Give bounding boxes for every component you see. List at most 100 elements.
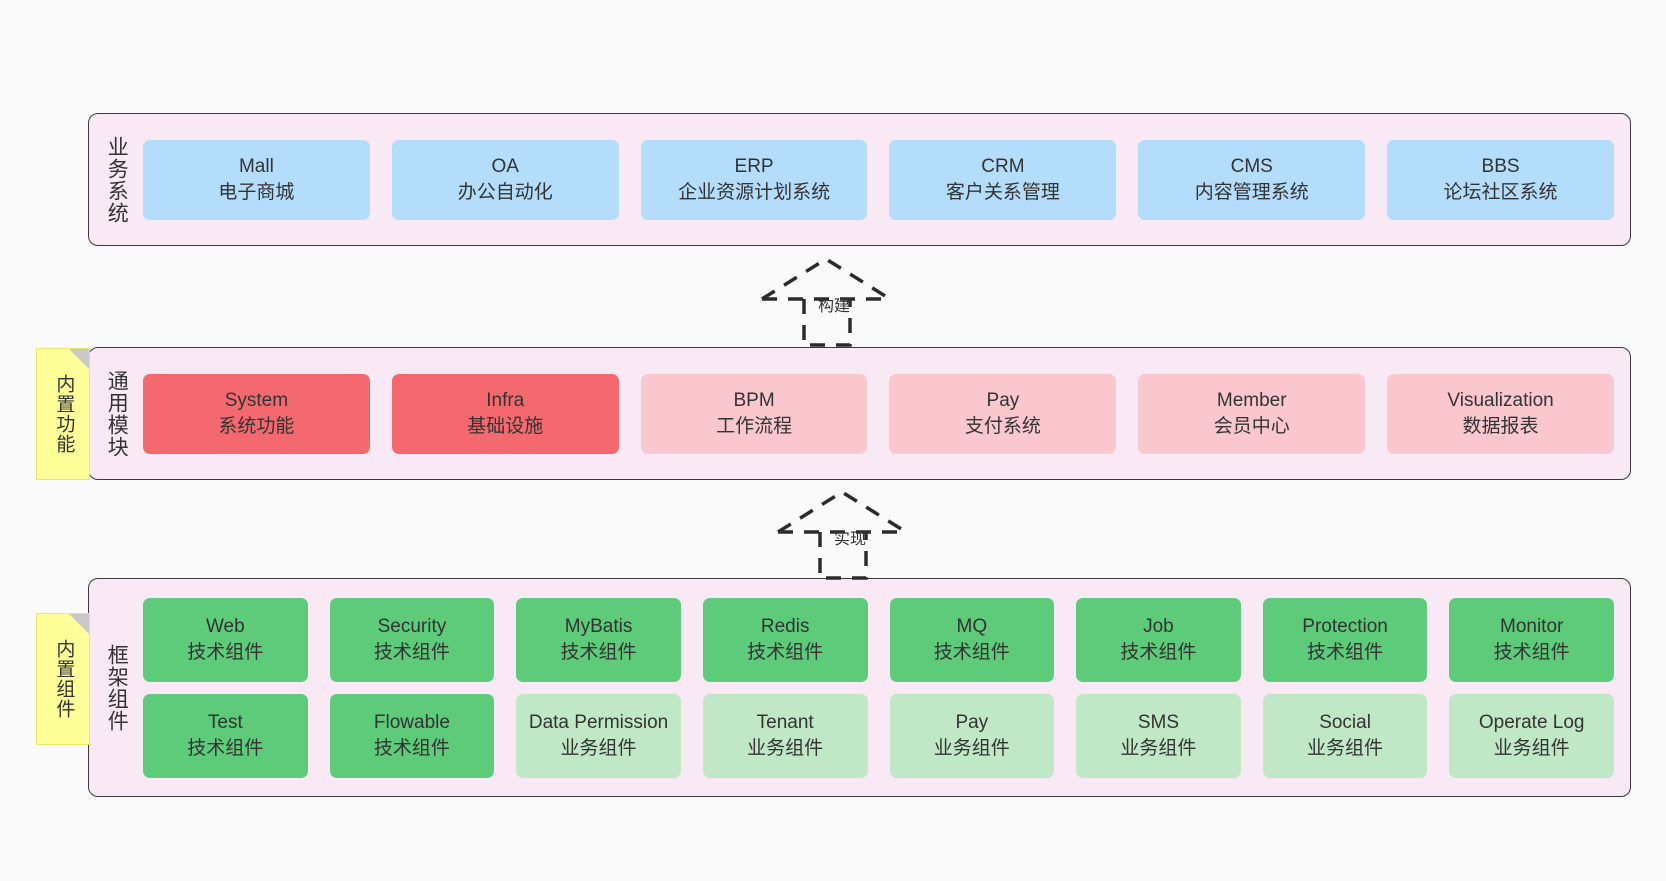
card-title: Pay: [986, 390, 1020, 412]
card-title: Protection: [1302, 616, 1388, 638]
card-subtitle: 会员中心: [1213, 415, 1290, 437]
card-pay[interactable]: Pay 支付系统: [889, 373, 1117, 454]
card-subtitle: 业务组件: [747, 737, 824, 759]
card-title: Web: [205, 616, 245, 638]
card-title: OA: [491, 156, 519, 178]
card-subtitle: 技术组件: [747, 641, 824, 663]
card-subtitle: 企业资源计划系统: [678, 181, 831, 203]
card-subtitle: 技术组件: [560, 641, 637, 663]
card-member[interactable]: Member 会员中心: [1138, 373, 1366, 454]
card-sms[interactable]: SMS 业务组件: [1076, 693, 1241, 778]
card-pay[interactable]: Pay 业务组件: [889, 693, 1055, 778]
card-title: CRM: [981, 156, 1025, 178]
card-redis[interactable]: Redis 技术组件: [702, 597, 868, 682]
card-subtitle: 业务组件: [933, 737, 1010, 759]
card-title: Pay: [955, 712, 989, 734]
card-job[interactable]: Job 技术组件: [1076, 597, 1241, 682]
card-mq[interactable]: MQ 技术组件: [889, 597, 1055, 682]
card-subtitle: 技术组件: [187, 641, 264, 663]
connector-realize: 实现: [762, 486, 952, 580]
card-subtitle: 技术组件: [933, 641, 1010, 663]
card-title: Job: [1143, 616, 1174, 638]
card-bbs[interactable]: BBS 论坛社区系统: [1387, 139, 1614, 220]
dashed-generalization-arrow-icon: [761, 256, 891, 347]
sticky-note-label: 内置功能: [53, 374, 75, 454]
panel-label-common-modules: 通用模块: [105, 369, 129, 458]
card-monitor[interactable]: Monitor 技术组件: [1449, 597, 1614, 682]
card-title: System: [224, 390, 289, 412]
card-title: Data Permission: [528, 712, 669, 734]
card-title: Infra: [486, 390, 525, 412]
card-subtitle: 技术组件: [187, 737, 264, 759]
card-title: BPM: [733, 390, 775, 412]
card-subtitle: 技术组件: [1120, 641, 1197, 663]
card-subtitle: 业务组件: [1120, 737, 1197, 759]
card-subtitle: 支付系统: [964, 415, 1041, 437]
panel-label-business-systems: 业务系统: [105, 135, 129, 224]
sticky-note-builtin-component: 内置组件: [36, 613, 90, 745]
panel-label-framework-components: 框架组件: [105, 643, 129, 732]
dashed-generalization-arrow-icon: [777, 489, 907, 580]
card-row: System 系统功能 Infra 基础设施 BPM 工作流程 Pay 支付系统 Member 会…: [143, 373, 1614, 454]
connector-label-build: 构建: [818, 298, 851, 315]
card-bpm[interactable]: BPM 工作流程: [640, 373, 868, 454]
card-infra[interactable]: Infra 基础设施: [391, 373, 619, 454]
card-subtitle: 技术组件: [373, 737, 450, 759]
card-subtitle: 办公自动化: [457, 181, 553, 203]
card-title: ERP: [734, 156, 774, 178]
card-title: Social: [1319, 712, 1371, 734]
card-title: Redis: [760, 616, 810, 638]
card-title: Flowable: [373, 712, 450, 734]
card-erp[interactable]: ERP 企业资源计划系统: [640, 139, 868, 220]
card-subtitle: 内容管理系统: [1194, 181, 1309, 203]
card-title: Security: [377, 616, 447, 638]
card-title: BBS: [1481, 156, 1520, 178]
card-subtitle: 数据报表: [1462, 415, 1539, 437]
sticky-note-builtin-function: 内置功能: [36, 348, 90, 480]
card-grid-common-modules: System 系统功能 Infra 基础设施 BPM 工作流程 Pay 支付系统 Member 会…: [143, 348, 1630, 479]
card-title: Tenant: [756, 712, 814, 734]
card-subtitle: 业务组件: [1493, 737, 1570, 759]
card-web[interactable]: Web 技术组件: [143, 597, 308, 682]
card-title: Operate Log: [1478, 712, 1585, 734]
card-oa[interactable]: OA 办公自动化: [391, 139, 619, 220]
card-security[interactable]: Security 技术组件: [329, 597, 495, 682]
connector-label-realize: 实现: [834, 531, 867, 548]
card-title: Mall: [238, 156, 274, 178]
card-title: Monitor: [1500, 616, 1564, 638]
card-title: SMS: [1137, 712, 1180, 734]
card-title: Member: [1216, 390, 1287, 412]
card-subtitle: 系统功能: [218, 415, 295, 437]
card-subtitle: 工作流程: [716, 415, 793, 437]
card-cms[interactable]: CMS 内容管理系统: [1138, 139, 1366, 220]
connector-build: 构建: [746, 253, 936, 347]
card-title: CMS: [1230, 156, 1273, 178]
panel-common-modules: 通用模块 System 系统功能 Infra 基础设施 BPM 工作流程 Pay 支付系统 Me…: [88, 347, 1631, 480]
card-title: MQ: [956, 616, 988, 638]
card-protection[interactable]: Protection 技术组件: [1262, 597, 1428, 682]
card-subtitle: 技术组件: [1307, 641, 1384, 663]
card-tenant[interactable]: Tenant 业务组件: [702, 693, 868, 778]
card-flowable[interactable]: Flowable 技术组件: [329, 693, 495, 778]
card-system[interactable]: System 系统功能: [143, 373, 370, 454]
card-subtitle: 技术组件: [1493, 641, 1570, 663]
card-mall[interactable]: Mall 电子商城: [143, 139, 370, 220]
card-subtitle: 电子商城: [218, 181, 295, 203]
card-subtitle: 基础设施: [467, 415, 544, 437]
card-subtitle: 论坛社区系统: [1443, 181, 1558, 203]
card-subtitle: 技术组件: [373, 641, 450, 663]
card-operate-log[interactable]: Operate Log 业务组件: [1449, 693, 1614, 778]
